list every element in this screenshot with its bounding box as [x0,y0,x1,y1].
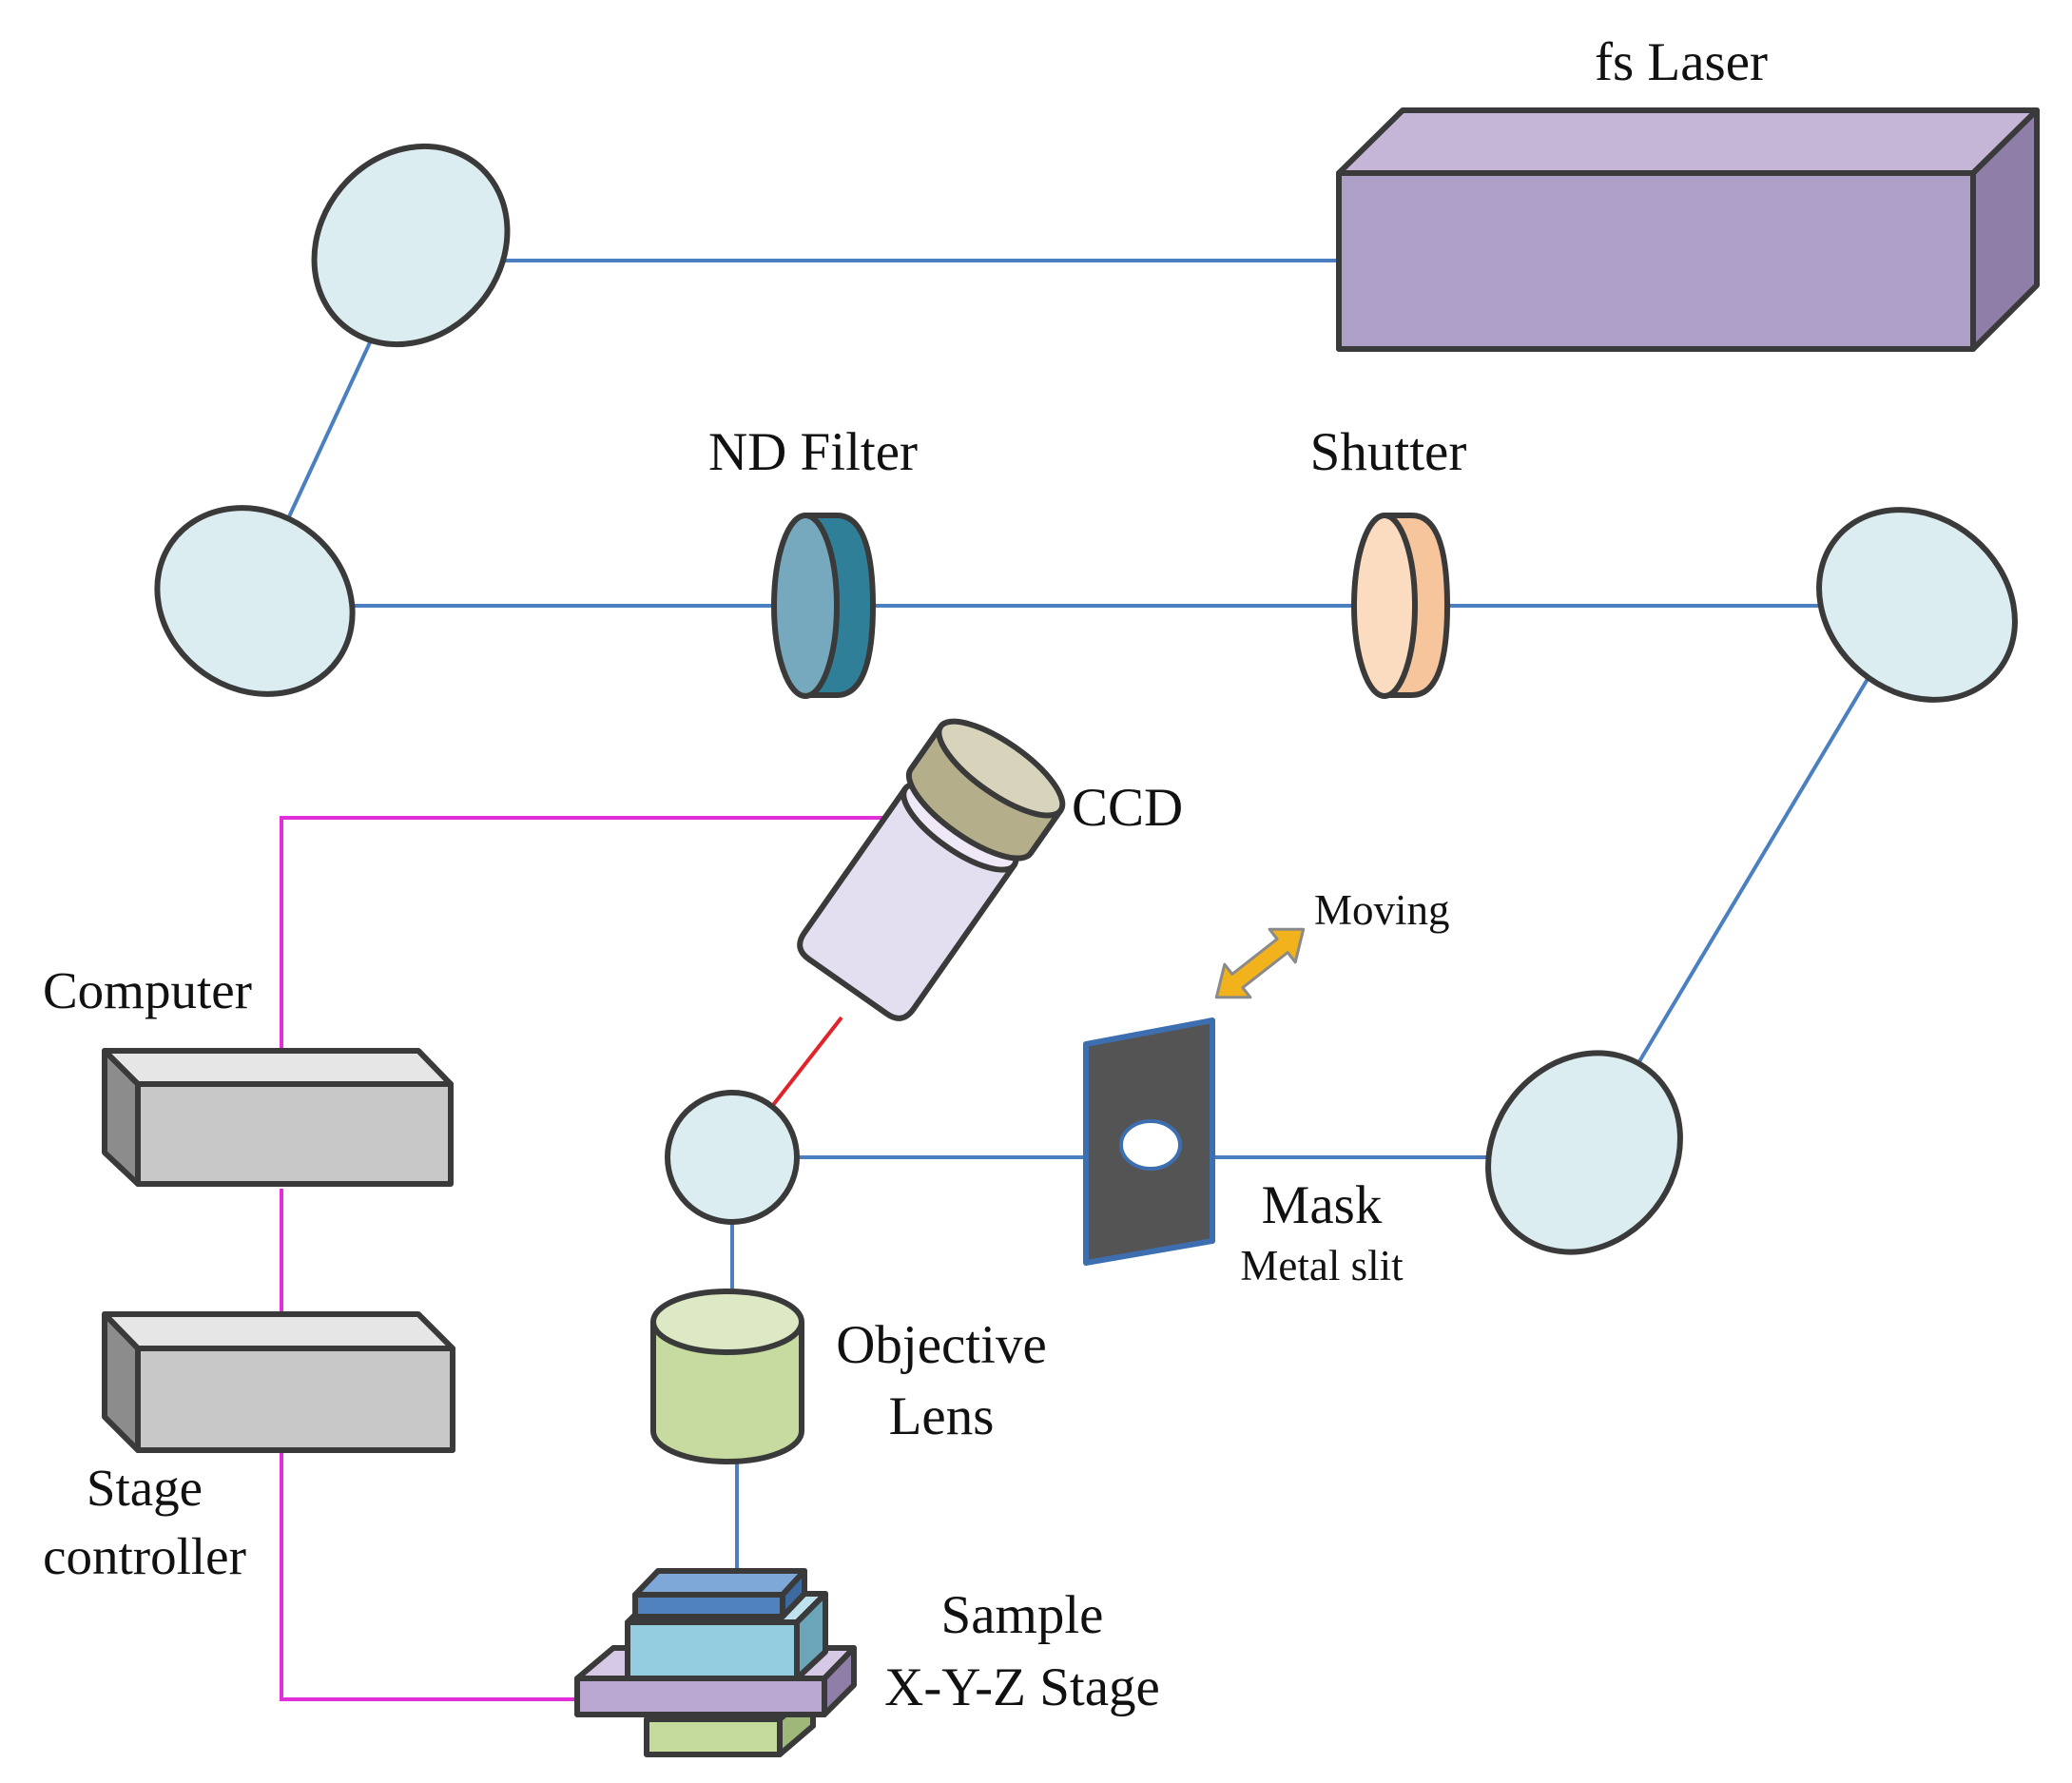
stage-plate-front [574,1676,827,1717]
beam-mirror3-to-mirror4 [1636,604,1913,1065]
label-mask: Mask [1262,1175,1383,1235]
mirror-3 [1816,507,2018,703]
objective-top [650,1289,804,1355]
shutter-face [1351,513,1418,699]
shutter [1351,513,1450,699]
label-controller: controller [43,1527,246,1585]
cable-stage-controller-to-stage [280,1450,577,1701]
ccd-cap-band [905,723,1064,862]
nd-filter-face [771,513,840,699]
label-lens: Lens [889,1386,995,1446]
label-ccd: CCD [1072,778,1183,838]
sample-front [632,1592,785,1619]
sample-top [632,1568,807,1598]
stage-controller-front-face [135,1346,455,1453]
nd-filter [771,513,876,699]
mask-metal-slit [1083,1017,1215,1266]
label-shutter: Shutter [1310,422,1467,482]
stage-top-block-front [625,1619,800,1681]
laser-beam-path [283,259,1913,1569]
control-cables [280,816,899,1701]
mask-aperture [1119,1119,1182,1171]
label-objective: Objective [836,1315,1047,1375]
label-stage: Stage [87,1459,203,1517]
label-xyz-stage: X-Y-Z Stage [884,1657,1160,1717]
stage-controller [102,1311,455,1453]
stage-controller-top-face [102,1311,455,1351]
objective-body [650,1319,804,1464]
mirror-1 [311,143,511,348]
stage-base-front [644,1716,783,1757]
double-headed-arrow-icon [1214,927,1306,999]
fs-laser [1336,107,2040,352]
ccd-camera [797,718,1066,1021]
computer-top-face [102,1048,454,1087]
labels: fs Laser ND Filter Shutter CCD Moving Co… [43,32,1768,1717]
label-sample: Sample [941,1585,1104,1645]
computer-front-face [135,1081,454,1187]
laser-top-face [1336,107,2040,176]
computer [102,1048,454,1187]
label-moving: Moving [1314,886,1450,934]
label-metal-slit: Metal slit [1240,1242,1404,1289]
laser-front-face [1336,170,1976,352]
cable-ccd-to-computer [280,816,899,1056]
mirrors [154,143,2018,1255]
xyz-stage [574,1568,857,1757]
dichroic-mirror [665,1090,800,1225]
objective-lens [650,1289,804,1464]
label-computer: Computer [43,961,252,1019]
mirror-4 [1485,1050,1683,1255]
label-fs-laser: fs Laser [1595,32,1768,92]
sample-side [780,1568,807,1619]
ccd-cap-top [936,718,1066,819]
mirror-2 [154,505,356,697]
label-nd-filter: ND Filter [708,422,918,482]
